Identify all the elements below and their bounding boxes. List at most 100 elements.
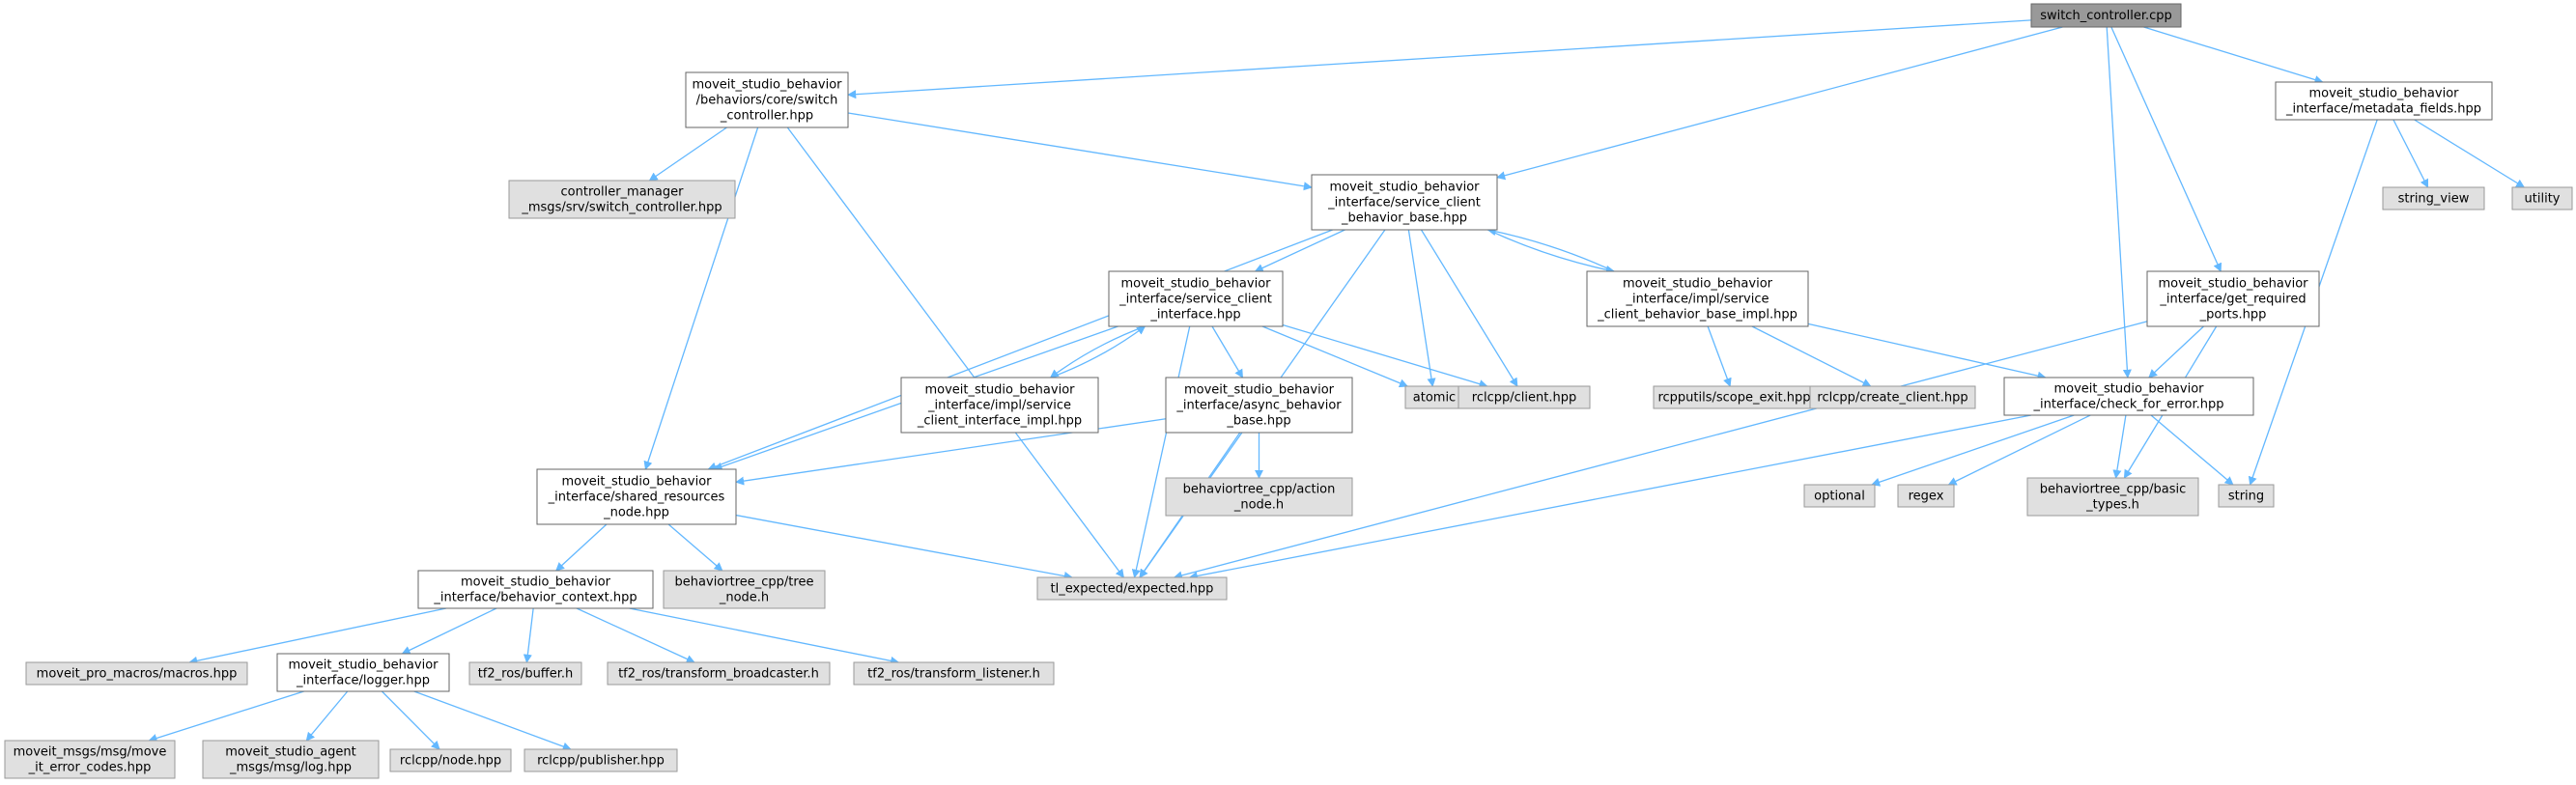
node-metadata[interactable]: moveit_studio_behavior_interface/metadat… [2275, 81, 2493, 121]
node-sc-hpp[interactable]: moveit_studio_behavior/behaviors/core/sw… [685, 71, 849, 128]
edge-bctx-to-macros [188, 607, 447, 665]
node-label-line: controller_manager [561, 185, 685, 200]
node-label-line: moveit_studio_behavior [1120, 277, 1271, 292]
node-label-line: string [2228, 490, 2264, 504]
node-label-line: moveit_studio_behavior [2053, 382, 2204, 397]
nodes-layer: switch_controller.cpp moveit_studio_behav… [4, 3, 2573, 779]
edge-sci_impl-to-sci [1050, 325, 1146, 378]
node-tlisten: tf2_ros/transform_listener.h [853, 661, 1055, 686]
node-box [4, 740, 176, 779]
node-logger[interactable]: moveit_studio_behavior_interface/logger.… [276, 653, 450, 692]
edge-bctx-to-tlisten [629, 607, 900, 665]
edge-sci-to-abb [1211, 325, 1244, 378]
node-label-line: _ports.hpp [2199, 308, 2267, 322]
node-label-line: tl_expected/expected.hpp [1051, 582, 1214, 597]
edge-cfe-to-basic_types [2112, 414, 2127, 479]
edge-scbb-to-client_hpp [1420, 229, 1518, 387]
node-agent-log: moveit_studio_agent_msgs/msg/log.hpp [202, 740, 380, 779]
node-create-client: rclcpp/create_client.hpp [1809, 385, 1976, 409]
node-label-line: moveit_studio_behavior [1623, 277, 1773, 292]
node-label-line: moveit_studio_behavior [2158, 277, 2308, 292]
edge-grp-to-cfe [2148, 325, 2204, 378]
node-cm-srv: controller_manager_msgs/srv/switch_contr… [508, 180, 736, 219]
node-sci-impl[interactable]: moveit_studio_behavior_interface/impl/se… [900, 377, 1099, 434]
edge-root-to-cfe [2106, 26, 2132, 378]
edge-scbb_impl-to-scbb [1486, 227, 1615, 272]
node-publisher: rclcpp/publisher.hpp [524, 748, 678, 772]
node-box [202, 740, 380, 779]
node-label-line: rclcpp/client.hpp [1472, 391, 1576, 406]
edge-root-to-grp [2110, 26, 2222, 272]
node-tbroad: tf2_ros/transform_broadcaster.h [607, 661, 831, 686]
node-box [1809, 385, 1976, 409]
node-node-hpp: rclcpp/node.hpp [389, 748, 512, 772]
edge-scbb_impl-to-scope_exit [1707, 325, 1732, 387]
node-basic-types: behaviortree_cpp/basic_types.h [2026, 477, 2199, 517]
node-label-line: atomic [1413, 391, 1456, 406]
node-box [2003, 377, 2254, 416]
node-box [853, 661, 1055, 686]
node-label-line: _controller.hpp [720, 109, 813, 124]
edge-scbb-to-sci [1254, 229, 1345, 272]
edge-scbb-to-scbb_impl [1487, 229, 1615, 274]
node-box [25, 661, 248, 686]
node-bctx[interactable]: moveit_studio_behavior_interface/behavio… [417, 570, 654, 609]
node-box [1458, 385, 1591, 409]
node-label-line: moveit_pro_macros/macros.hpp [37, 667, 238, 682]
node-label-line: rcpputils/scope_exit.hpp [1657, 391, 1810, 406]
node-sci[interactable]: moveit_studio_behavior_interface/service… [1108, 270, 1284, 327]
node-label-line: _msgs/msg/log.hpp [229, 761, 352, 775]
node-label-line: _interface/impl/service [927, 399, 1071, 413]
node-label-line: moveit_studio_behavior [692, 78, 842, 93]
node-label-line: string_view [2398, 192, 2470, 207]
edge-scbb_impl-to-cfe [1807, 322, 2047, 380]
node-box [1036, 576, 1228, 601]
node-label-line: _interface.hpp [1149, 308, 1240, 322]
node-label-line: _interface/async_behavior [1175, 399, 1342, 413]
node-label-line: _behavior_base.hpp [1341, 211, 1467, 226]
edge-metadata-to-utility [2414, 119, 2526, 188]
edge-scbb_impl-to-create_client [1751, 325, 1872, 387]
node-scope-exit: rcpputils/scope_exit.hpp [1653, 385, 1816, 409]
node-box [2382, 186, 2485, 210]
node-label-line: behaviortree_cpp/tree [675, 575, 814, 590]
node-label-line: moveit_studio_agent [225, 745, 356, 760]
edge-cfe-to-expected [1188, 414, 2031, 580]
node-label-line: _it_error_codes.hpp [28, 761, 152, 775]
node-label-line: _node.h [719, 591, 769, 605]
node-label-line: moveit_studio_behavior [1329, 181, 1480, 195]
node-abb[interactable]: moveit_studio_behavior_interface/async_b… [1165, 377, 1353, 434]
node-root[interactable]: switch_controller.cpp [2030, 3, 2182, 28]
node-box [2026, 477, 2199, 517]
node-scbb-impl[interactable]: moveit_studio_behavior_interface/impl/se… [1586, 270, 1809, 327]
node-box [536, 468, 737, 525]
node-box [276, 653, 450, 692]
edge-sci-to-atomic [1261, 325, 1408, 388]
node-label-line: _interface/service_client [1118, 293, 1272, 307]
edge-cfe-to-regex [1947, 414, 2091, 486]
node-box [1165, 377, 1353, 434]
node-atomic: atomic [1404, 385, 1464, 409]
node-srn[interactable]: moveit_studio_behavior_interface/shared_… [536, 468, 737, 525]
node-label-line: regex [1909, 490, 1944, 504]
node-label-line: _client_interface_impl.hpp [917, 414, 1082, 429]
node-label-line: moveit_studio_behavior [924, 383, 1075, 398]
node-box [2030, 3, 2182, 28]
edge-sci-to-client_hpp [1282, 323, 1488, 389]
node-label-line: _interface/impl/service [1626, 293, 1769, 307]
edge-srn-to-bctx [555, 523, 608, 572]
node-box [685, 71, 849, 128]
node-box [1108, 270, 1284, 327]
node-grp[interactable]: moveit_studio_behavior_interface/get_req… [2146, 270, 2320, 327]
node-scbb[interactable]: moveit_studio_behavior_interface/service… [1311, 174, 1498, 231]
node-label-line: _base.hpp [1226, 414, 1290, 429]
edge-root-to-scbb [1496, 26, 2063, 181]
node-label-line: _node.h [1233, 498, 1284, 513]
node-box [417, 570, 654, 609]
node-action-node: behaviortree_cpp/action_node.h [1165, 477, 1353, 517]
node-label-line: rclcpp/publisher.hpp [537, 754, 665, 769]
node-box [1803, 484, 1876, 508]
edge-sci-to-expected [1131, 325, 1191, 578]
node-cfe[interactable]: moveit_studio_behavior_interface/check_f… [2003, 377, 2254, 416]
